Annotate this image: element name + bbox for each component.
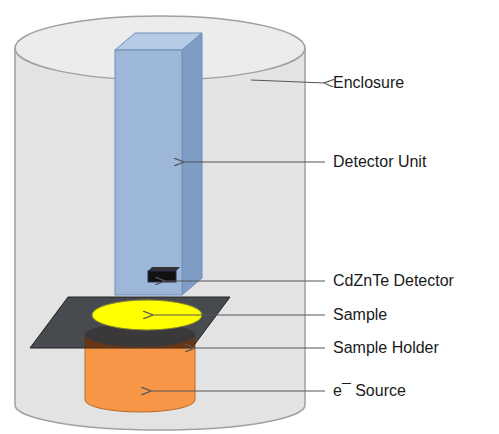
part-label: Enclosure — [333, 73, 404, 92]
enclosure-body — [15, 48, 305, 430]
sample-holder-plate — [30, 297, 230, 348]
part-label: Detector Unit — [333, 152, 426, 171]
part-label: Sample — [333, 305, 387, 324]
leader-line — [150, 390, 325, 391]
leader-line — [251, 80, 325, 83]
part-label: Sample Holder — [333, 338, 439, 357]
leader-line — [152, 314, 325, 315]
detector-crystal — [148, 271, 176, 282]
source-top-under-holder — [85, 335, 195, 348]
detector-crystal-top — [148, 267, 180, 271]
leader-line — [183, 161, 325, 162]
part-label: e¯ Source — [333, 381, 406, 400]
leader-line — [164, 280, 325, 281]
detector-unit-front — [115, 50, 182, 295]
leader-line — [194, 347, 325, 348]
detector-unit-side — [182, 33, 202, 295]
part-label: CdZnTe Detector — [333, 271, 454, 290]
